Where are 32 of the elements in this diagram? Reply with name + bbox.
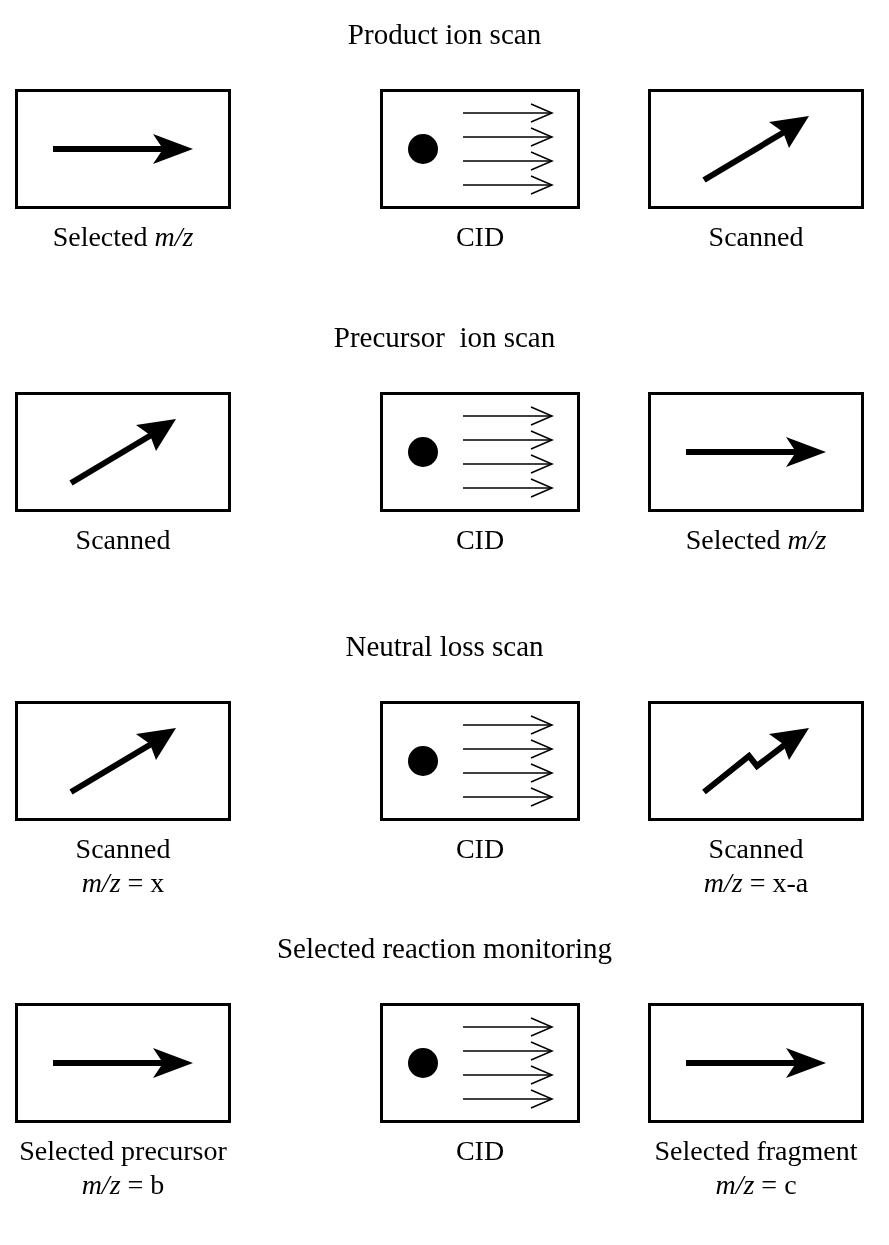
box-caption: m/z = c <box>715 1169 797 1201</box>
section-title: Precursor ion scan <box>332 321 557 354</box>
scan-box <box>15 89 231 209</box>
box-caption: CID <box>455 1135 505 1167</box>
box-caption: m/z = x-a <box>703 867 809 899</box>
scan-box <box>380 1003 580 1123</box>
section-title: Neutral loss scan <box>344 630 545 663</box>
scan-box <box>648 89 864 209</box>
scan-box <box>648 701 864 821</box>
section-title: Product ion scan <box>346 18 543 51</box>
section-title: Selected reaction monitoring <box>276 932 613 965</box>
scan-box <box>380 701 580 821</box>
box-caption: m/z = b <box>81 1169 165 1201</box>
box-caption: Scanned <box>708 221 804 253</box>
scan-box <box>15 701 231 821</box>
box-caption: Selected m/z <box>52 221 194 253</box>
box-caption: Selected fragment <box>654 1135 858 1167</box>
scan-box <box>648 1003 864 1123</box>
scan-box <box>380 392 580 512</box>
box-caption: Scanned <box>75 833 171 865</box>
box-caption: CID <box>455 221 505 253</box>
box-caption: Scanned <box>708 833 804 865</box>
box-caption: Selected m/z <box>685 524 827 556</box>
box-caption: CID <box>455 524 505 556</box>
box-caption: Scanned <box>75 524 171 556</box>
scan-box <box>15 392 231 512</box>
scan-box <box>380 89 580 209</box>
box-caption: CID <box>455 833 505 865</box>
box-caption: Selected precursor <box>19 1135 227 1167</box>
box-caption: m/z = x <box>81 867 165 899</box>
scan-box <box>15 1003 231 1123</box>
scan-box <box>648 392 864 512</box>
